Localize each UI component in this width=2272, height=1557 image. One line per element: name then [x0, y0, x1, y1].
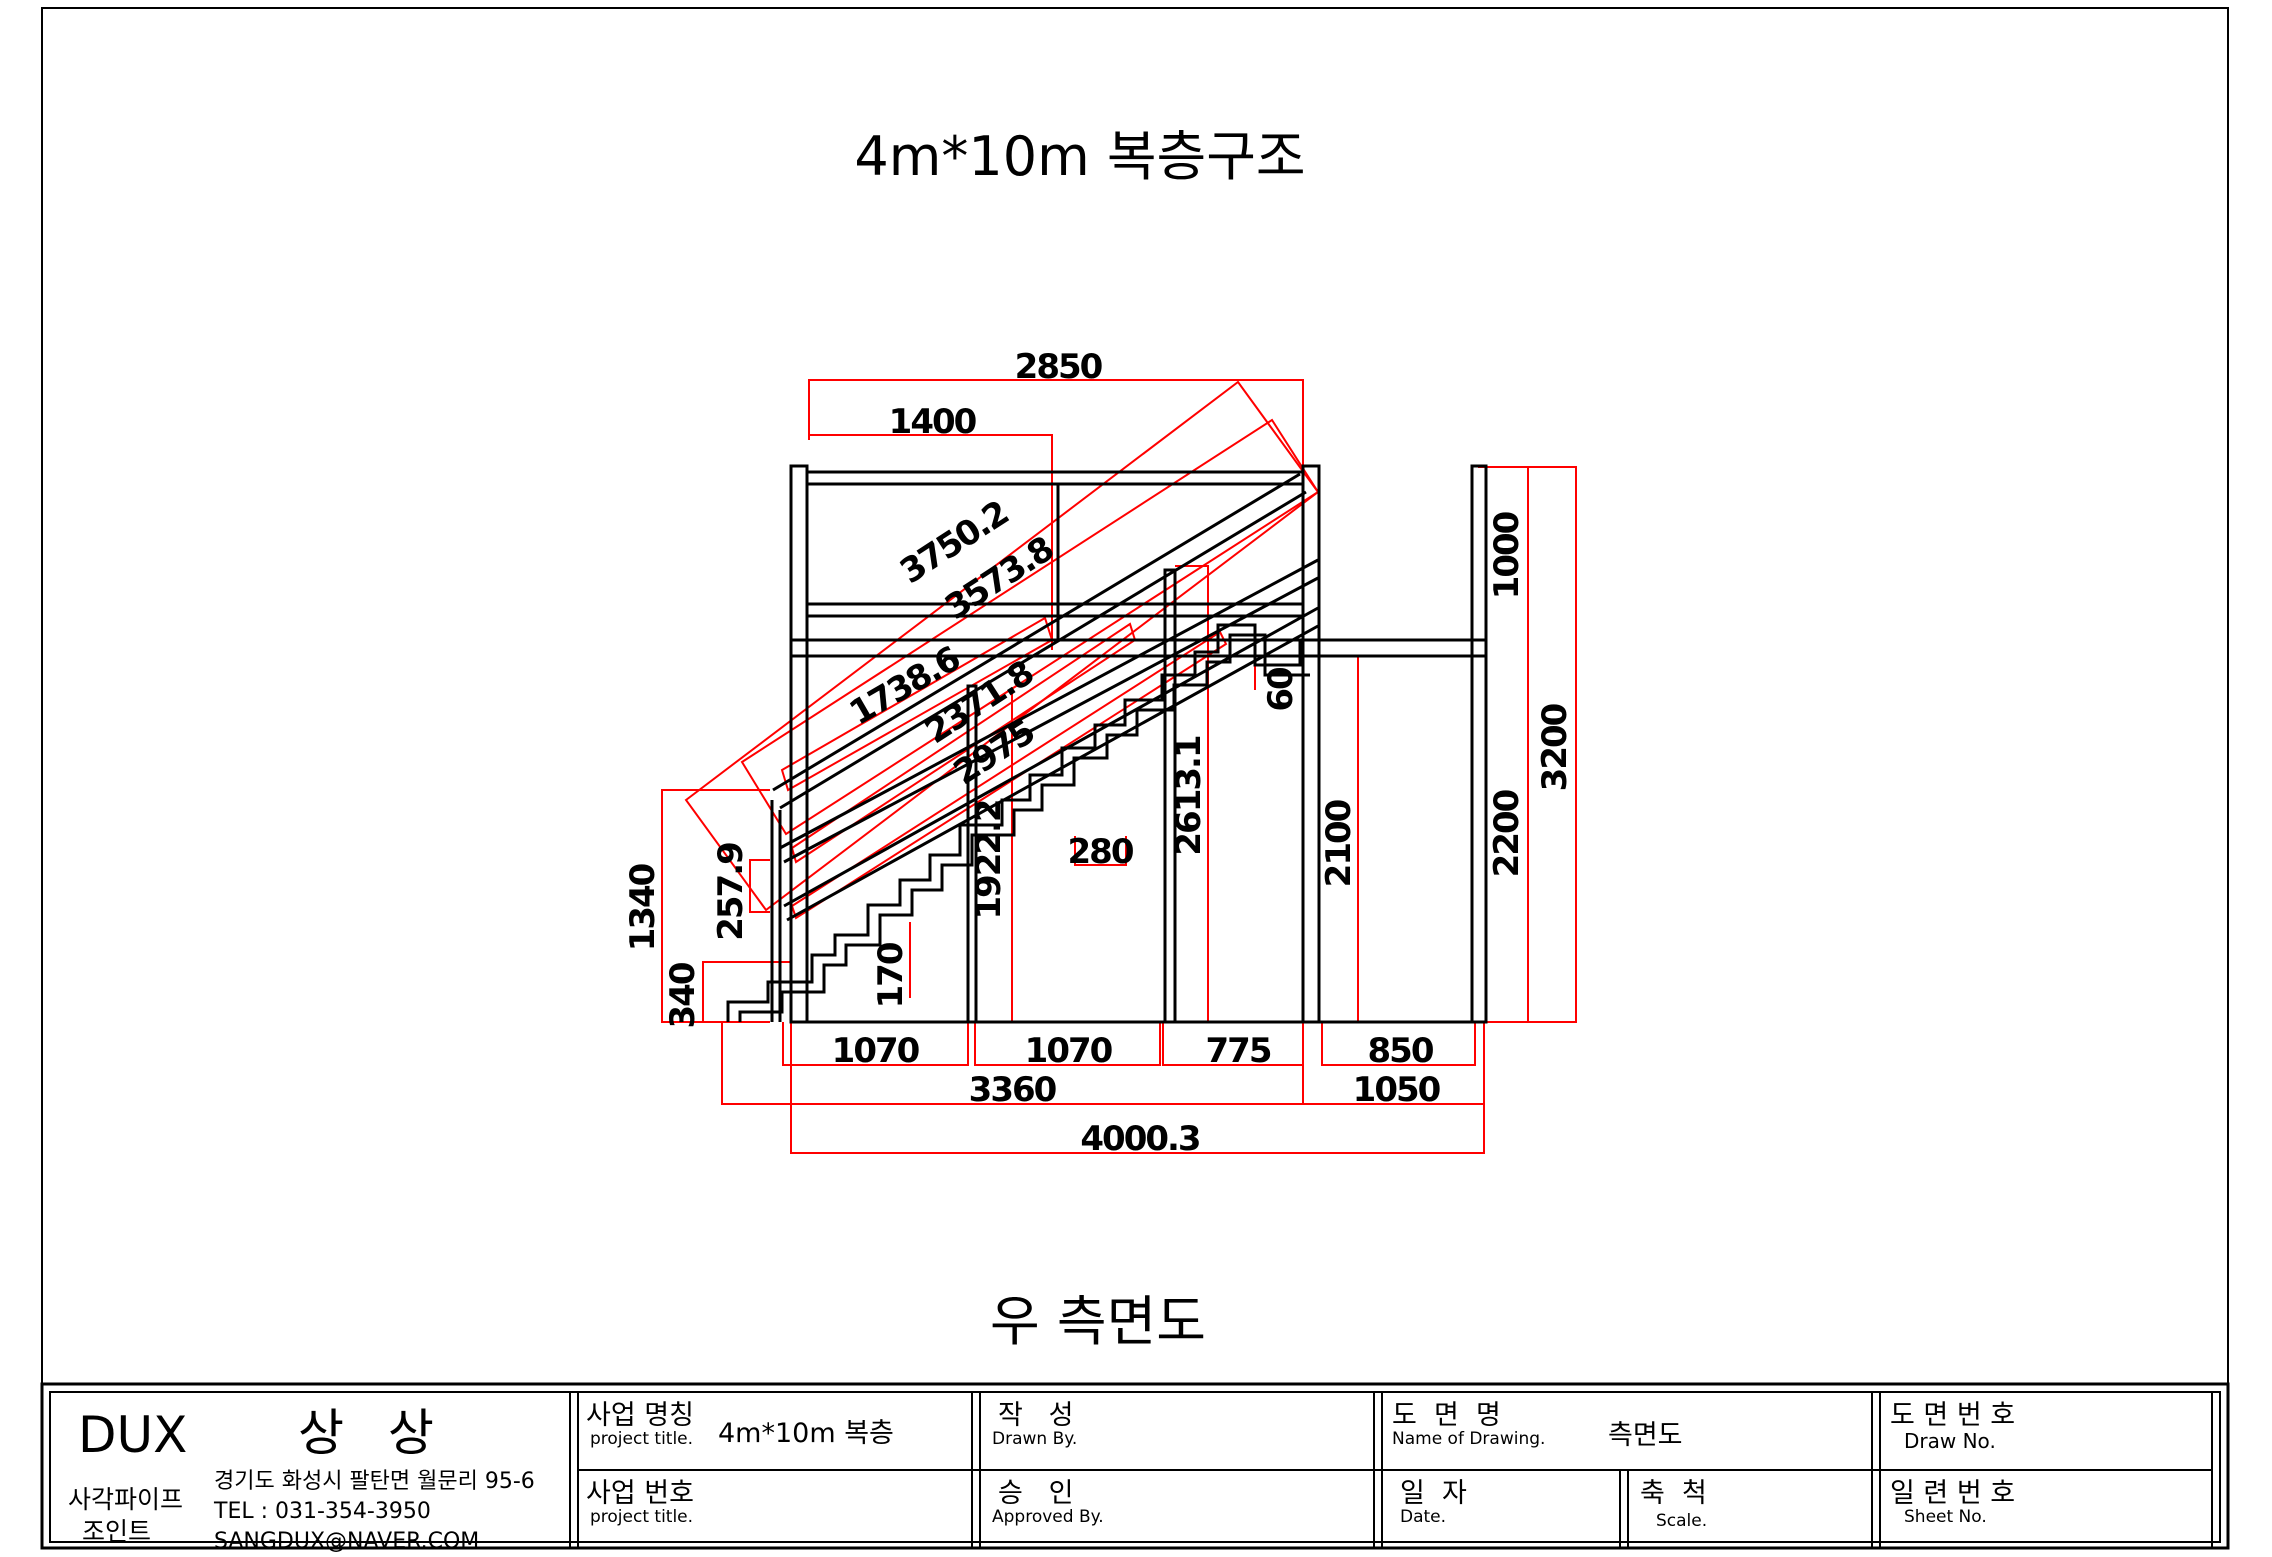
dim-1050: 1050	[1353, 1070, 1441, 1110]
dim-850: 850	[1368, 1031, 1434, 1071]
dim-2850: 2850	[1015, 347, 1103, 387]
draw-no-ko: 도 면 번 호	[1890, 1400, 2015, 1431]
dim-170: 170	[871, 942, 911, 1008]
dim-2613-1: 2613.1	[1169, 736, 1209, 856]
drawing-name-en: Name of Drawing.	[1392, 1429, 1545, 1449]
dim-280: 280	[1068, 832, 1134, 872]
draw-no-en: Draw No.	[1904, 1429, 1996, 1453]
sheet-no-ko: 일 련 번 호	[1890, 1478, 2015, 1509]
drawing-name-ko: 도 면 명	[1392, 1400, 1501, 1431]
project-title-en: project title.	[590, 1429, 693, 1449]
drawing-name-value: 측면도	[1608, 1420, 1683, 1451]
title-block	[40, 1382, 2230, 1550]
scale-ko: 축 척	[1640, 1478, 1707, 1509]
dim-775: 775	[1206, 1031, 1271, 1071]
dim-2200: 2200	[1487, 789, 1527, 877]
drawing-title: 4m*10m 복층구조	[854, 125, 1305, 188]
company-email: SANGDUX@NAVER.COM	[214, 1529, 479, 1554]
dim-1070-b: 1070	[1025, 1031, 1113, 1071]
company-type-1: 사각파이프	[68, 1485, 183, 1514]
dim-257-9: 257.9	[711, 843, 751, 941]
dim-1922-2: 1922.2	[969, 800, 1009, 919]
dim-1070-a: 1070	[832, 1031, 920, 1071]
structure-frame	[726, 464, 1488, 1024]
drawn-by-ko: 작 성	[998, 1400, 1073, 1431]
dim-1400: 1400	[889, 402, 977, 442]
project-no-en: project title.	[590, 1507, 693, 1527]
dim-1340: 1340	[623, 863, 663, 951]
company-type-2: 조인트	[82, 1517, 151, 1546]
drawn-by-en: Drawn By.	[992, 1429, 1077, 1449]
dim-4000-3: 4000.3	[1080, 1119, 1199, 1159]
date-en: Date.	[1400, 1507, 1446, 1527]
sheet-no-en: Sheet No.	[1904, 1507, 1987, 1527]
company-address: 경기도 화성시 팔탄면 월문리 95-6	[214, 1469, 535, 1494]
brand-logo: DUX	[78, 1406, 187, 1464]
dim-60: 60	[1261, 667, 1301, 712]
view-label: 우 측면도	[990, 1290, 1206, 1353]
dim-340: 340	[663, 962, 703, 1028]
project-title-value: 4m*10m 복층	[718, 1418, 894, 1449]
project-title-ko: 사업 명칭	[586, 1400, 694, 1431]
company-name: 상 상	[298, 1404, 448, 1462]
date-ko: 일 자	[1400, 1478, 1467, 1509]
project-no-ko: 사업 번호	[586, 1478, 694, 1509]
scale-en: Scale.	[1656, 1511, 1707, 1531]
approved-by-ko: 승 인	[998, 1478, 1073, 1509]
dim-2100: 2100	[1319, 799, 1359, 887]
approved-by-en: Approved By.	[992, 1507, 1104, 1527]
dim-3360: 3360	[969, 1070, 1057, 1110]
dim-3200: 3200	[1535, 703, 1575, 791]
company-tel: TEL : 031-354-3950	[213, 1499, 431, 1524]
dim-1000: 1000	[1487, 511, 1527, 599]
dimension-lines	[661, 379, 1577, 1154]
